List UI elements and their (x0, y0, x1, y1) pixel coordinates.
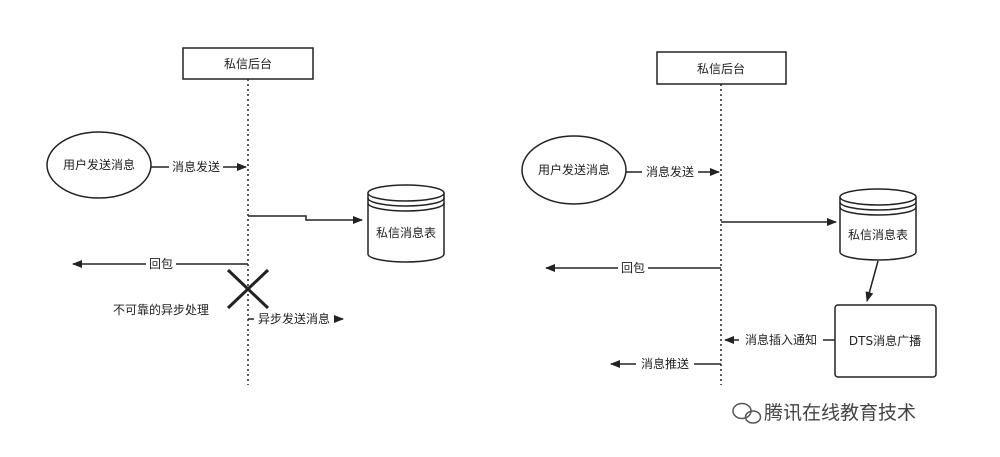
left-diagram: 私信后台 用户发送消息 消息发送 私信消息表 回包 不可靠的异步处理 异步发送消… (46, 47, 445, 385)
right-push-label-bg (636, 356, 694, 372)
right-server-box (656, 51, 787, 85)
left-async-label-bg (254, 311, 334, 327)
right-dts-label: DTS消息广播 (849, 333, 921, 348)
left-send-label: 消息发送 (172, 159, 220, 174)
left-sender-label: 用户发送消息 (63, 157, 135, 172)
watermark-text: 腾讯在线教育技术 (764, 402, 916, 424)
watermark: 腾讯在线教育技术 (732, 402, 916, 424)
right-insert-notify-label: 消息插入通知 (745, 332, 817, 347)
right-sender-ellipse (521, 135, 627, 205)
left-send-label-bg (169, 158, 223, 174)
left-server-box (182, 47, 314, 80)
left-db-write-arrow (248, 215, 363, 224)
left-async-label: 异步发送消息 (258, 311, 330, 326)
left-unreliable-label: 不可靠的异步处理 (113, 302, 209, 317)
left-db-label: 私信消息表 (376, 225, 436, 240)
right-reply-label-bg (618, 260, 648, 276)
left-reply-label: 回包 (149, 257, 173, 271)
right-db-cylinder (839, 188, 917, 261)
failure-cross-icon (226, 268, 270, 310)
right-insert-notify-label-bg (739, 332, 823, 348)
right-server-label: 私信后台 (697, 61, 745, 76)
right-dts-box (834, 304, 937, 378)
right-diagram: 私信后台 用户发送消息 消息发送 私信消息表 回包 DTS消息广播 消息插入通知… (521, 51, 937, 385)
wechat-icon (732, 402, 762, 424)
right-push-label: 消息推送 (641, 356, 689, 371)
left-db-cylinder (367, 184, 445, 263)
right-send-label-bg (642, 163, 698, 179)
right-db-label: 私信消息表 (848, 227, 908, 242)
right-reply-label: 回包 (621, 261, 645, 275)
left-server-label: 私信后台 (224, 56, 272, 71)
right-db-to-dts-arrow (865, 260, 879, 302)
left-sender-ellipse (46, 131, 152, 199)
right-sender-label: 用户发送消息 (538, 162, 610, 177)
left-reply-label-bg (146, 256, 176, 272)
right-send-label: 消息发送 (646, 164, 694, 179)
